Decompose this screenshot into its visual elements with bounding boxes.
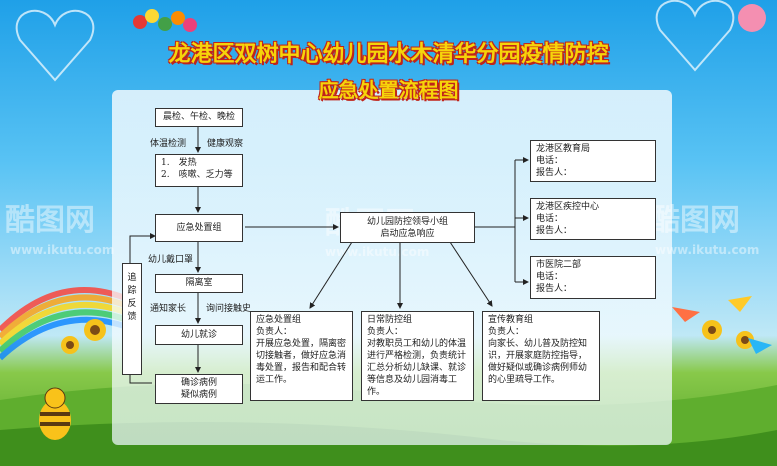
watermark: www.ikutu.com (10, 243, 115, 257)
contact-phone-label: 电话： (536, 272, 564, 282)
balloon-green (158, 17, 172, 31)
contact-box-education-bureau: 龙港区教育局 电话： 报告人： (530, 140, 656, 182)
child-clinic-text: 幼儿就诊 (180, 330, 217, 340)
emergency-team-box: 应急处置组 (155, 214, 243, 242)
confirmed-case-text: 确诊病例 (180, 378, 217, 388)
bee-mascot-icon (39, 387, 71, 440)
tracking-feedback-box: 追踪反馈 (122, 263, 142, 375)
balloon-orange (171, 11, 185, 25)
heart-outline-right (655, 0, 735, 72)
contact-name: 龙港区疾控中心 (536, 202, 600, 212)
symptom-2: 2. 咳嗽、乏力等 (161, 170, 233, 180)
leading-group-box: 幼儿园防控领导小组 启动应急响应 (340, 212, 475, 243)
tracking-feedback-text: 追踪反馈 (127, 273, 137, 322)
isolation-room-text: 隔离室 (185, 278, 213, 288)
watermark: www.ikutu.com (655, 243, 760, 257)
sunflower-icon (61, 319, 754, 354)
contact-box-cdc: 龙港区疾控中心 电话： 报告人： (530, 198, 656, 240)
contact-reporter-label: 报告人： (536, 226, 573, 236)
group-description: 对教职员工和幼儿的体温进行严格检测，负责统计汇总分析幼儿缺课、就诊等信息及幼儿园… (367, 339, 467, 397)
symptoms-box: 1. 发热 2. 咳嗽、乏力等 (155, 154, 243, 187)
balloon-pink (183, 18, 197, 32)
watermark: 酷图网 (650, 203, 740, 238)
group-box-publicity: 宣传教育组 负责人： 向家长、幼儿普及防控知识，开展家庭防控指导，做好疑似或确诊… (482, 311, 600, 401)
group-leader-label: 负责人： (488, 327, 525, 337)
group-leader-label: 负责人： (256, 327, 293, 337)
health-observe-label: 健康观察 (207, 139, 244, 149)
notify-parents-label: 通知家长 (150, 304, 187, 314)
heart-outline-left (15, 9, 95, 82)
title-line-2: 应急处置流程图 (318, 78, 459, 102)
group-description: 开展应急处置，隔离密切接触者，做好应急消毒处置，报告和配合转运工作。 (256, 339, 347, 385)
watermark: 酷图网 (5, 203, 95, 238)
contact-box-hospital: 市医院二部 电话： 报告人： (530, 256, 656, 299)
paper-plane-icon (672, 307, 700, 322)
paper-plane-icon (728, 296, 752, 312)
leading-group-title: 幼儿园防控领导小组 (366, 217, 448, 227)
balloon-red (133, 15, 147, 29)
group-description: 向家长、幼儿普及防控知识，开展家庭防控指导，做好疑似或确诊病例师幼的心里疏导工作… (488, 339, 588, 385)
contact-phone-label: 电话： (536, 156, 564, 166)
suspected-case-text: 疑似病例 (180, 390, 217, 400)
hot-air-balloon (738, 4, 766, 32)
group-box-emergency: 应急处置组 负责人： 开展应急处置，隔离密切接触者，做好应急消毒处置，报告和配合… (250, 311, 353, 401)
contact-reporter-label: 报告人： (536, 284, 573, 294)
contact-name: 市医院二部 (536, 260, 582, 270)
contact-reporter-label: 报告人： (536, 168, 573, 178)
contact-phone-label: 电话： (536, 214, 564, 224)
mask-label: 幼儿戴口罩 (148, 255, 194, 265)
symptom-1: 1. 发热 (161, 158, 197, 168)
group-box-daily-prevention: 日常防控组 负责人： 对教职员工和幼儿的体温进行严格检测，负责统计汇总分析幼儿缺… (361, 311, 474, 401)
case-box: 确诊病例 疑似病例 (155, 374, 243, 404)
group-title: 应急处置组 (256, 315, 302, 325)
contact-name: 龙港区教育局 (536, 144, 591, 154)
ask-contact-label: 询问接触史 (206, 304, 252, 314)
group-leader-label: 负责人： (367, 327, 404, 337)
isolation-room-box: 隔离室 (155, 274, 243, 293)
morning-check-text: 晨检、午检、晚检 (162, 112, 235, 122)
watermark: www.ikutu.com (325, 245, 430, 259)
emergency-team-text: 应急处置组 (176, 223, 222, 233)
temp-check-label: 体温检测 (150, 139, 187, 149)
group-title: 日常防控组 (367, 315, 413, 325)
paper-plane-icon (748, 338, 772, 354)
leading-group-action: 启动应急响应 (380, 229, 435, 239)
child-clinic-box: 幼儿就诊 (155, 325, 243, 345)
group-title: 宣传教育组 (488, 315, 534, 325)
balloon-yellow (145, 9, 159, 23)
title-line-1: 龙港区双树中心幼儿园水木清华分园疫情防控 (168, 42, 609, 67)
morning-check-box: 晨检、午检、晚检 (155, 108, 243, 127)
